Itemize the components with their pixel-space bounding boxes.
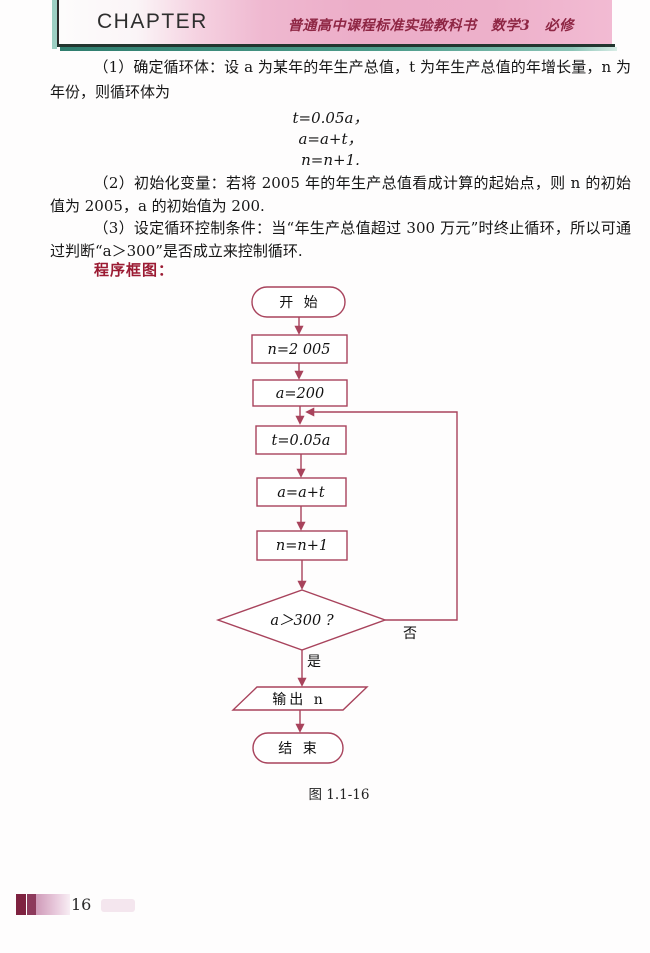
node-output: 输出 n bbox=[231, 686, 369, 711]
program-flowchart-figure: 开 始 n=2 005 a=200 t=0.05a a=a+t n=n+1 a＞… bbox=[215, 286, 458, 764]
decision-diamond-shape bbox=[215, 589, 388, 651]
set-total-shape bbox=[252, 379, 348, 407]
chapter-banner: CHAPTER 普通高中课程标准实验教科书 数学3 必修 bbox=[57, 0, 612, 44]
node-end-terminal: 结 束 bbox=[252, 732, 344, 764]
banner-teal-edge-strip bbox=[52, 0, 57, 49]
end-terminal-shape bbox=[252, 732, 344, 764]
formula-line-a: a=a+t， bbox=[298, 130, 363, 148]
loop-body-formula-block: t=0.05a， a=a+t， n=n+1. bbox=[50, 108, 611, 171]
paragraph-initialize-variables: （2）初始化变量：若将 2005 年的年生产总值看成计算的起始点，则 n 的初始… bbox=[50, 174, 631, 215]
loop-back-line bbox=[305, 407, 458, 621]
update-total-label: a=a+t bbox=[277, 485, 325, 501]
footer-smudge bbox=[101, 899, 135, 912]
node-update-year: n=n+1 bbox=[256, 530, 348, 561]
footer-bar-mid bbox=[27, 894, 36, 915]
formula-line-t: t=0.05a， bbox=[292, 109, 369, 127]
output-label: 输出 n bbox=[272, 692, 325, 708]
set-total-label: a=200 bbox=[276, 386, 324, 402]
branch-yes-label: 是 bbox=[307, 654, 321, 670]
calc-growth-label: t=0.05a bbox=[272, 433, 331, 449]
update-year-shape bbox=[256, 530, 348, 561]
footer-pink-gradient bbox=[36, 894, 70, 915]
flowchart-heading: 程序框图： bbox=[94, 261, 175, 279]
book-title: 普通高中课程标准实验教科书 数学3 必修 bbox=[288, 18, 574, 34]
node-set-year: n=2 005 bbox=[251, 334, 348, 364]
figure-caption: 图 1.1-16 bbox=[308, 787, 370, 803]
node-calc-growth: t=0.05a bbox=[255, 425, 347, 455]
output-parallelogram-shape bbox=[231, 686, 369, 711]
node-update-total: a=a+t bbox=[256, 477, 347, 507]
node-start-terminal: 开 始 bbox=[251, 286, 346, 318]
set-year-label: n=2 005 bbox=[268, 342, 331, 358]
start-terminal-shape bbox=[251, 286, 346, 318]
banner-shadow-line bbox=[57, 44, 615, 47]
banner-teal-underline bbox=[60, 47, 617, 51]
set-year-shape bbox=[251, 334, 348, 364]
start-label: 开 始 bbox=[279, 295, 320, 311]
formula-line-n: n=n+1. bbox=[301, 151, 360, 169]
paragraph-loop-condition: （3）设定循环控制条件：当“年生产总值超过 300 万元”时终止循环，所以可通过… bbox=[50, 219, 631, 260]
page-number: 16 bbox=[71, 895, 92, 914]
node-set-total: a=200 bbox=[252, 379, 348, 407]
branch-no-label: 否 bbox=[403, 626, 417, 642]
node-decision: a＞300 ? bbox=[215, 589, 388, 651]
update-year-label: n=n+1 bbox=[276, 538, 328, 554]
decision-label: a＞300 ? bbox=[270, 613, 333, 629]
chapter-label: CHAPTER bbox=[97, 10, 208, 33]
paragraph-define-loop-body: （1）确定循环体：设 a 为某年的年生产总值，t 为年生产总值的年增长量，n 为… bbox=[50, 58, 631, 101]
footer-bar-dark bbox=[16, 894, 26, 915]
calc-growth-shape bbox=[255, 425, 347, 455]
update-total-shape bbox=[256, 477, 347, 507]
end-label: 结 束 bbox=[278, 741, 319, 757]
